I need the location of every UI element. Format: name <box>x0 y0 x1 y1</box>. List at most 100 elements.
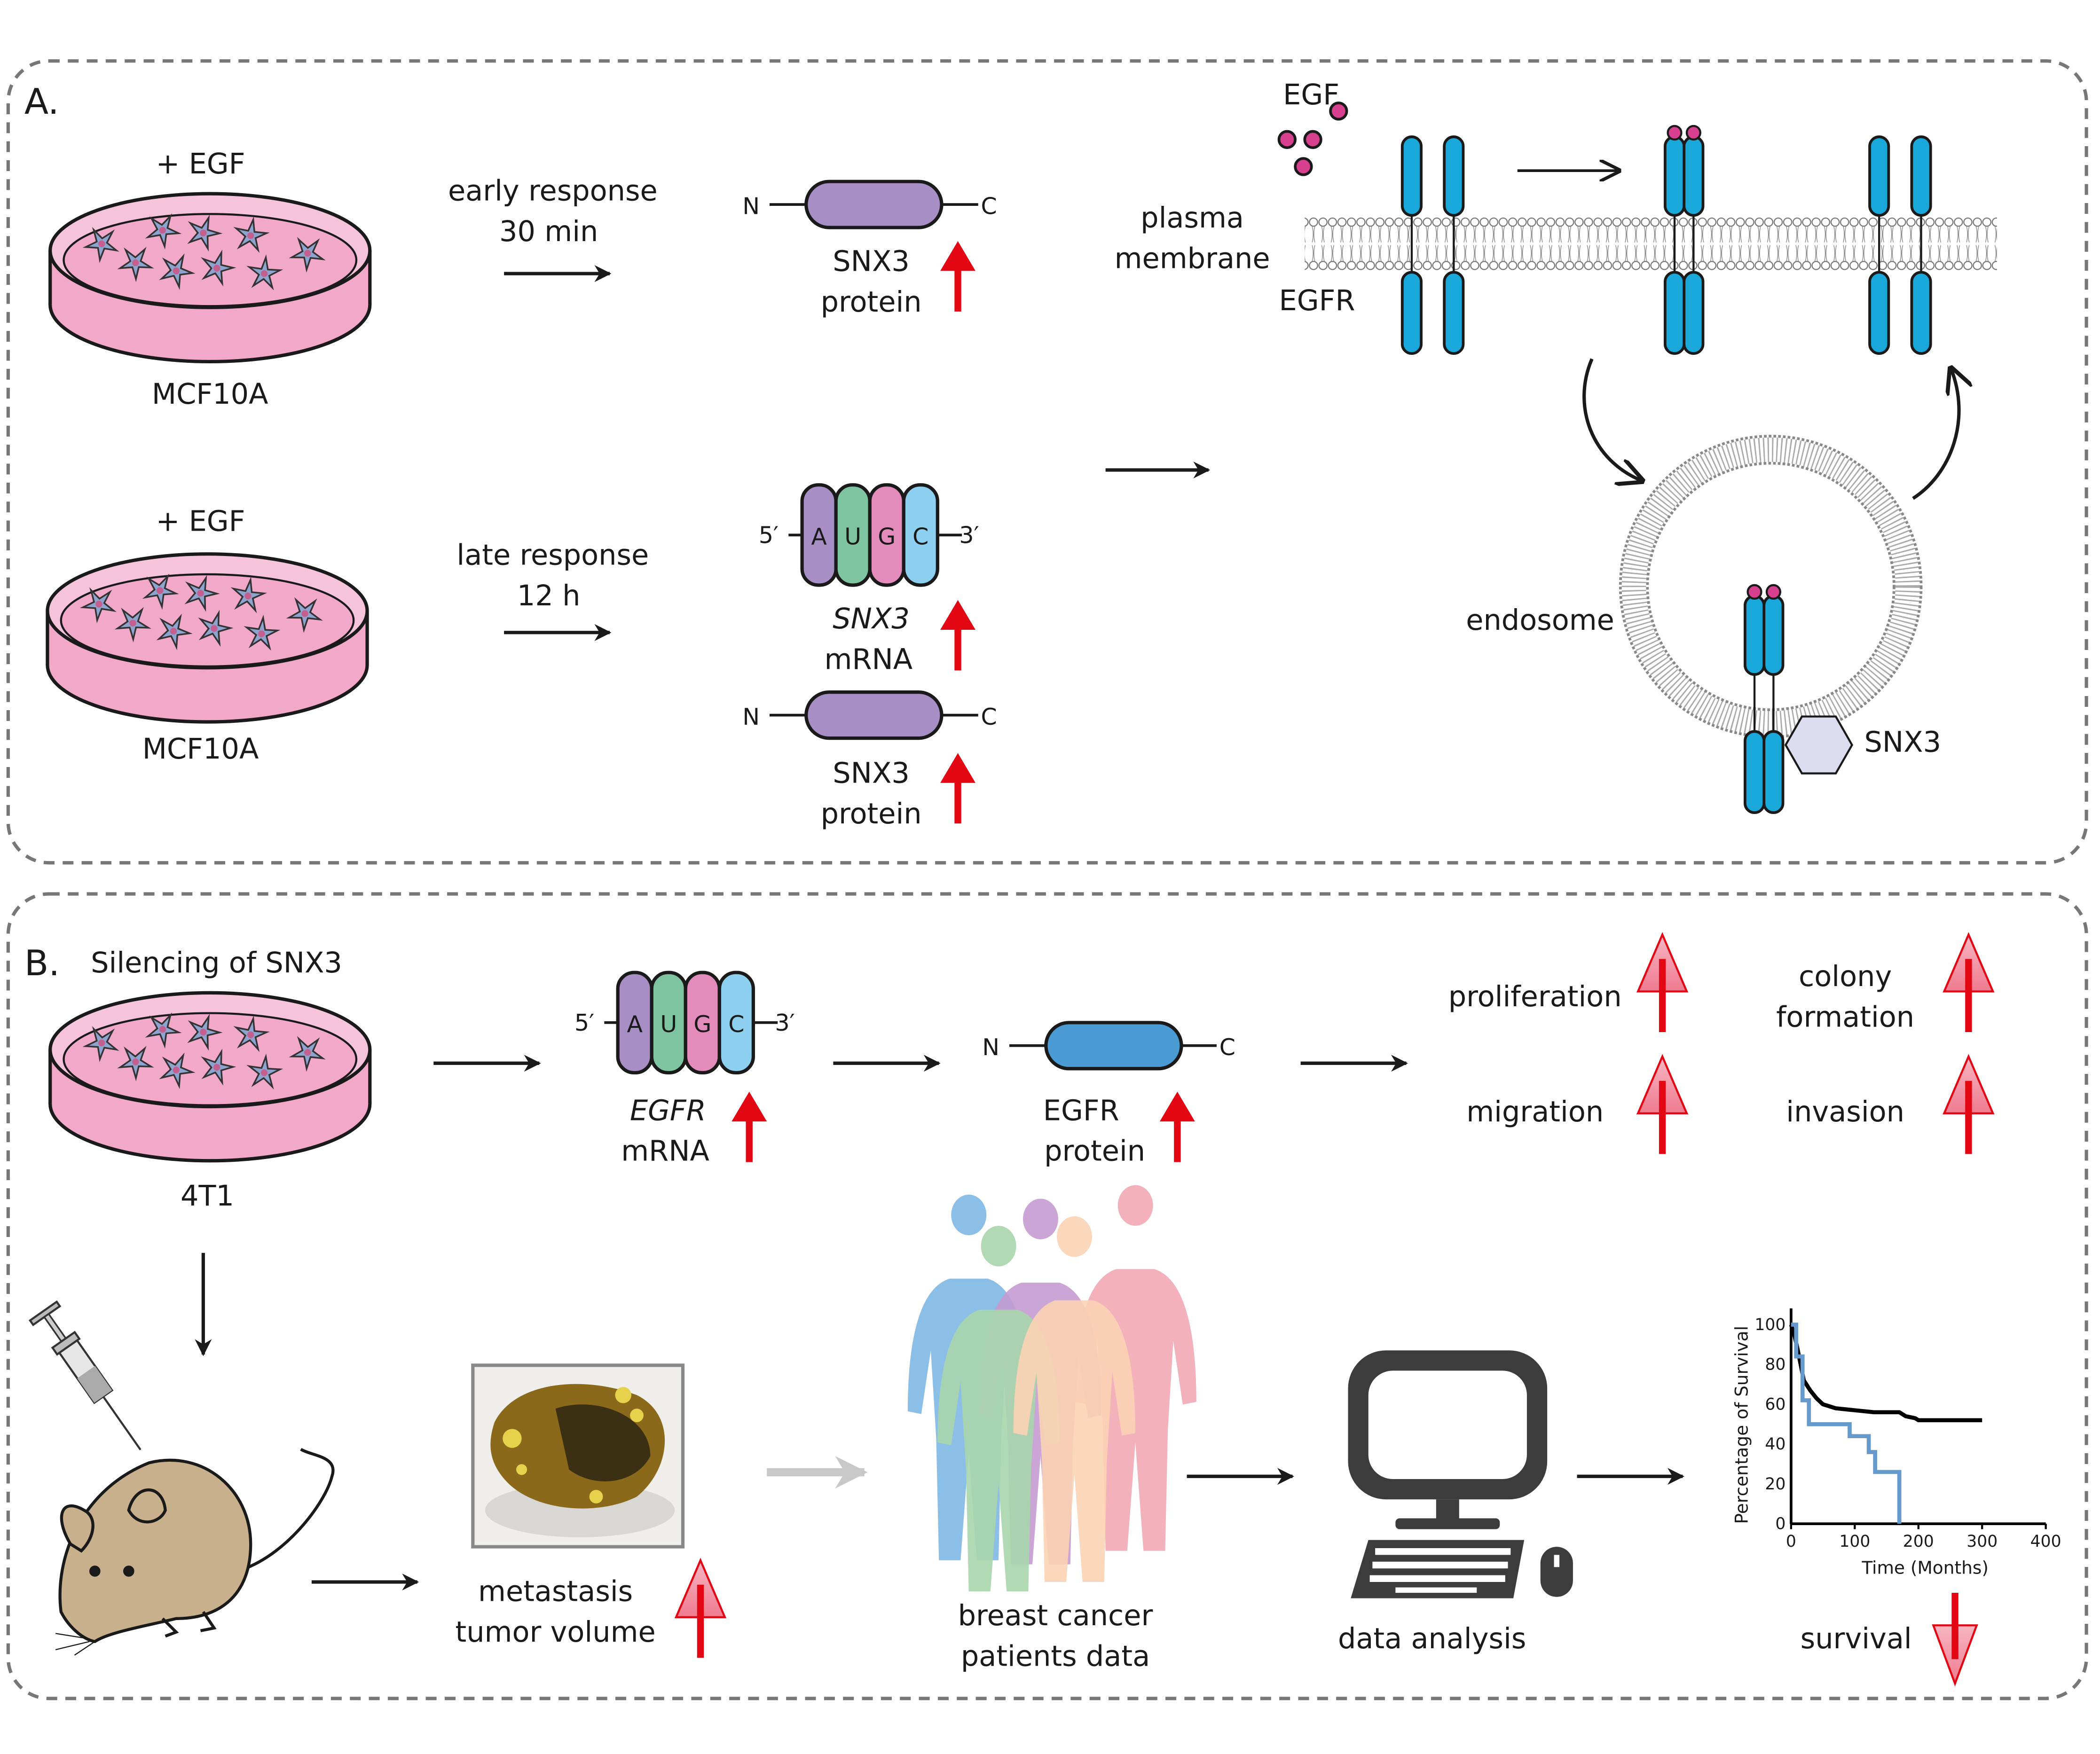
snx3-protein-type: protein <box>821 798 922 830</box>
x-tick-label: 0 <box>1786 1532 1796 1551</box>
y-tick-label: 100 <box>1754 1316 1785 1334</box>
tumor-volume-label: tumor volume <box>455 1616 655 1649</box>
endosome <box>1619 435 1923 738</box>
early-response-label: early response <box>448 175 658 208</box>
egf-ligand <box>1746 584 1762 600</box>
nucleus <box>170 627 177 635</box>
egf-ligand <box>1765 584 1781 600</box>
nucleotide-label: G <box>693 1011 711 1038</box>
snx3-protein-late: N C <box>742 690 997 740</box>
egf-label: EGF <box>1283 78 1339 111</box>
snx3-protein-type: protein <box>821 286 922 319</box>
lung-metastasis-photo <box>471 1363 685 1549</box>
egfr-dimer-icon <box>1663 125 1705 355</box>
proliferation-label: proliferation <box>1448 980 1622 1013</box>
increase-arrow-icon <box>1943 1054 1995 1154</box>
panel-a-label: A. <box>24 81 59 122</box>
panel-b-label: B. <box>24 942 60 984</box>
patients-data-label: patients data <box>961 1640 1150 1673</box>
nucleotide-label: C <box>728 1011 744 1038</box>
computer-icon <box>1348 1350 1573 1598</box>
egf-ligands <box>1277 102 1348 176</box>
red-up-arrow-icon <box>731 1091 767 1162</box>
nucleus <box>95 601 102 608</box>
nucleus <box>129 619 136 626</box>
mrna-3prime: 3′ <box>959 522 979 549</box>
c-terminus: C <box>981 193 997 219</box>
nucleus <box>247 1031 254 1038</box>
nucleus <box>260 1069 268 1076</box>
nucleus <box>301 610 308 617</box>
dish1-cell-line: MCF10A <box>152 378 268 411</box>
series-line-low-snx3 <box>1791 1323 1902 1524</box>
snx3-hexagon <box>1784 715 1854 775</box>
snx3-protein-name: SNX3 <box>833 757 910 790</box>
nucleus <box>200 229 207 236</box>
dish2-treatment: + EGF <box>156 505 245 538</box>
y-tick-label: 40 <box>1765 1435 1785 1454</box>
nucleus <box>159 1026 166 1033</box>
egfr-dimer-icon <box>1744 584 1785 814</box>
n-terminus: N <box>742 704 760 730</box>
x-tick-label: 300 <box>1966 1532 1998 1551</box>
plasma-membrane <box>1305 217 1997 271</box>
x-tick-label: 100 <box>1839 1532 1870 1551</box>
plasma-label: plasma <box>1140 202 1244 235</box>
nucleus <box>132 259 139 266</box>
dish-medium <box>63 213 358 307</box>
syringe-icon <box>28 1300 142 1450</box>
egfr-mrna-name: EGFR <box>630 1094 706 1127</box>
late-response-label: late response <box>456 539 649 572</box>
patients-silhouettes-icon <box>907 1185 1196 1592</box>
person-silhouette <box>1013 1216 1136 1582</box>
formation-label: formation <box>1776 1001 1914 1034</box>
x-tick-label: 400 <box>2030 1532 2061 1551</box>
egf-ligand <box>1685 125 1701 141</box>
dish2-cell-line: MCF10A <box>142 733 259 766</box>
nucleus <box>98 1039 105 1047</box>
y-tick-label: 60 <box>1765 1395 1785 1414</box>
snx3-mrna-type: mRNA <box>825 643 913 676</box>
nucleotide-label: U <box>660 1011 677 1038</box>
y-tick-label: 0 <box>1775 1515 1785 1534</box>
snx3-label: SNX3 <box>1864 726 1941 759</box>
egfr-in-endosome <box>1744 584 1785 814</box>
nucleus <box>211 625 218 632</box>
n-terminus: N <box>742 193 760 219</box>
late-response-time: 12 h <box>517 579 581 612</box>
dish1-treatment: + EGF <box>156 148 245 180</box>
red-up-arrow-icon <box>940 241 975 312</box>
early-response-time: 30 min <box>499 215 598 248</box>
snx3-protein-early: N C <box>742 180 997 229</box>
nucleus <box>213 1064 220 1071</box>
egfr-receptors <box>1400 125 1932 355</box>
petri-dish-mcf10a-early <box>48 192 372 364</box>
egfr-protein-name: EGFR <box>1043 1094 1119 1127</box>
red-up-arrow-icon <box>940 753 975 824</box>
nucleotide-label: U <box>844 524 861 550</box>
egfr-label: EGFR <box>1279 284 1355 317</box>
egfr-mrna-type: mRNA <box>621 1135 709 1168</box>
4t1-label: 4T1 <box>181 1180 234 1213</box>
nucleus <box>98 240 105 247</box>
nucleotide-C <box>717 971 755 1075</box>
series-line-high-snx3 <box>1789 1324 1982 1423</box>
egfr-receptor-icon <box>1868 135 1932 355</box>
red-up-arrow-icon <box>1159 1091 1195 1162</box>
egfr-protein-type: protein <box>1044 1135 1145 1168</box>
mrna-5prime: 5′ <box>574 1010 594 1036</box>
red-up-arrow-icon <box>940 600 975 671</box>
nucleus <box>159 227 166 234</box>
invasion-label: invasion <box>1786 1096 1904 1128</box>
nucleus <box>260 270 268 277</box>
membrane-label: membrane <box>1115 243 1270 275</box>
survival-label: survival <box>1801 1622 1912 1655</box>
increase-arrow-icon <box>1636 1054 1689 1154</box>
panel-b-title: Silencing of SNX3 <box>91 947 342 979</box>
y-tick-label: 80 <box>1765 1355 1785 1374</box>
